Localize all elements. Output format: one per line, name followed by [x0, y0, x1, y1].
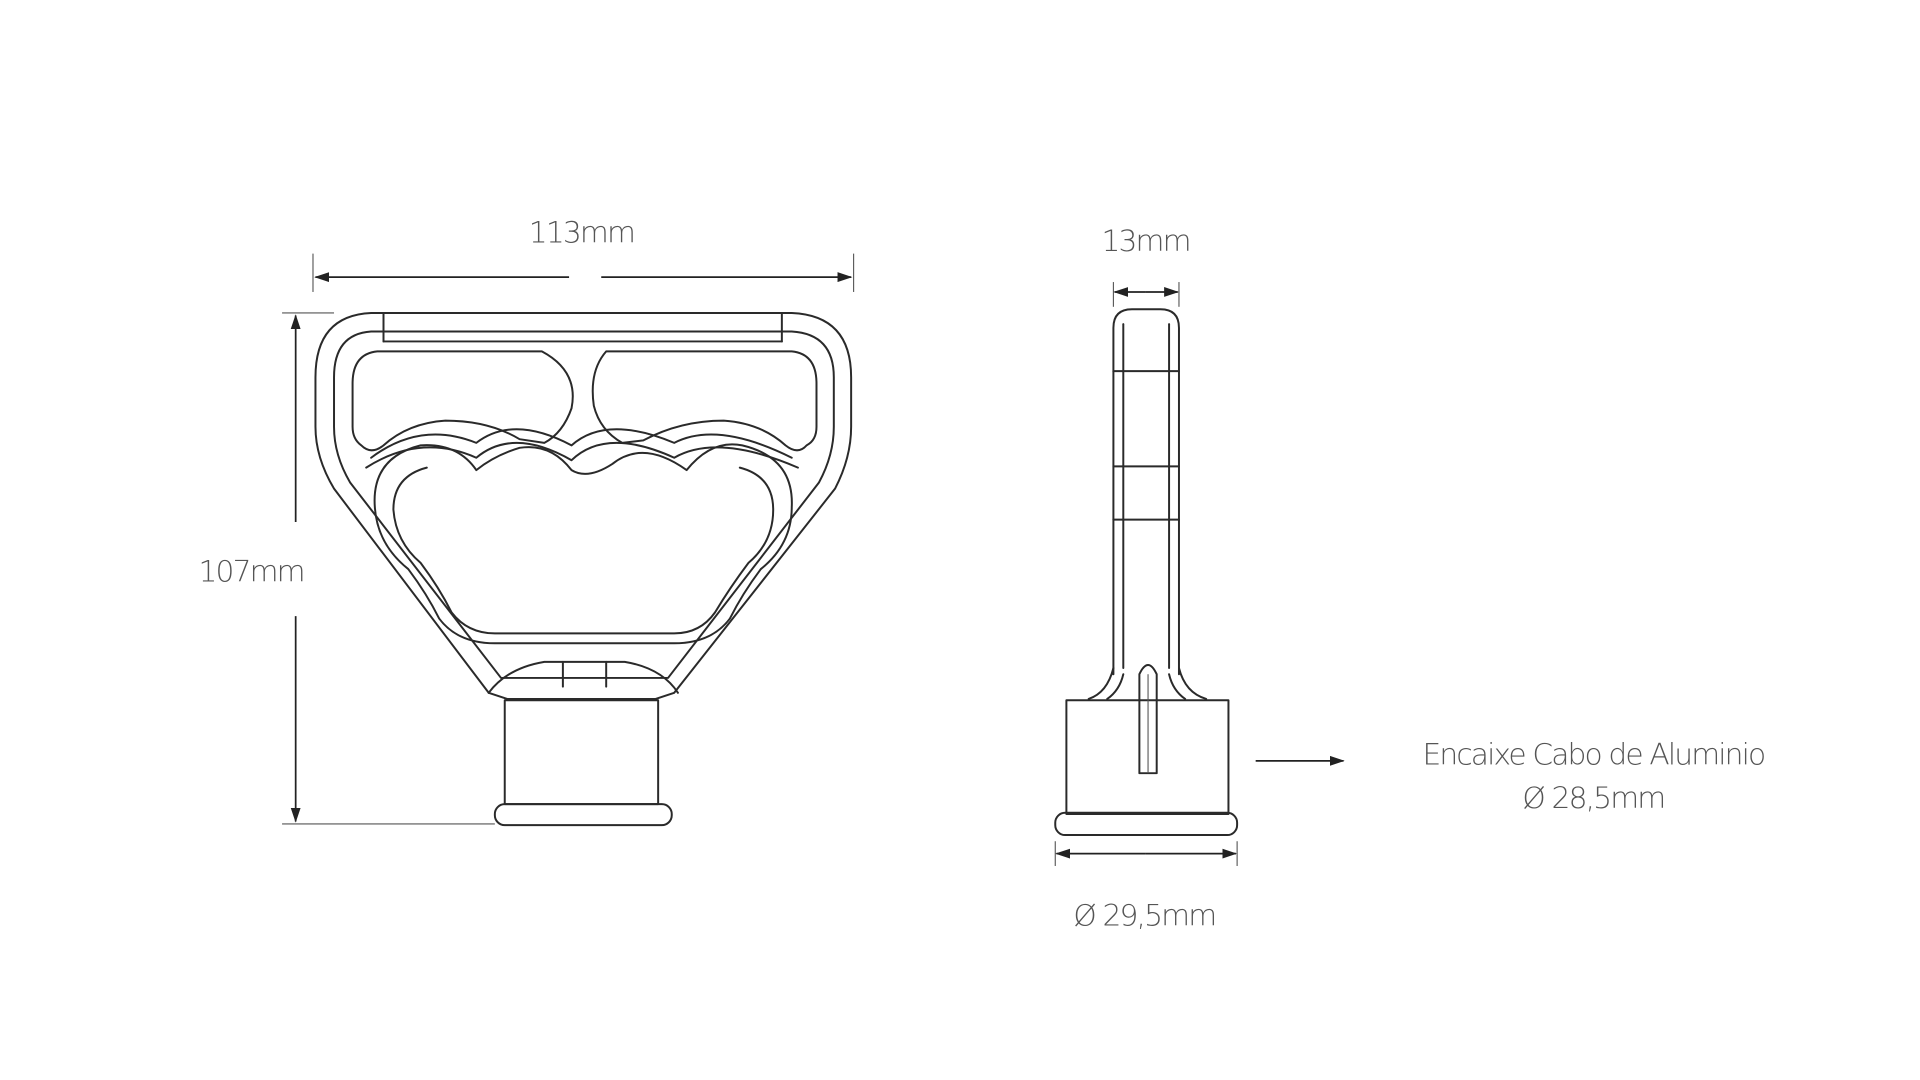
handle-outline	[314, 312, 853, 700]
callout-line2: Ø 28,5mm	[1522, 781, 1664, 816]
callout: Encaixe Cabo de Aluminio Ø 28,5mm	[1255, 738, 1766, 816]
front-view: 113mm 107mm	[199, 215, 855, 827]
flange	[493, 803, 673, 827]
width-label: 113mm	[529, 215, 634, 250]
base-diameter-dimension: Ø 29,5mm	[1054, 841, 1238, 933]
base-diameter-label: Ø 29,5mm	[1073, 898, 1215, 933]
collar	[503, 699, 660, 806]
thickness-label: 13mm	[1101, 224, 1189, 259]
width-dimension: 113mm	[312, 215, 855, 292]
slot	[1138, 663, 1158, 775]
callout-line1: Encaixe Cabo de Aluminio	[1422, 738, 1764, 773]
height-dimension: 107mm	[199, 312, 495, 825]
side-view: 13mm Ø 29,5mm Encaixe Cabo de Aluminio Ø…	[1054, 224, 1766, 933]
thickness-dimension: 13mm	[1101, 224, 1192, 307]
height-label: 107mm	[199, 554, 304, 589]
